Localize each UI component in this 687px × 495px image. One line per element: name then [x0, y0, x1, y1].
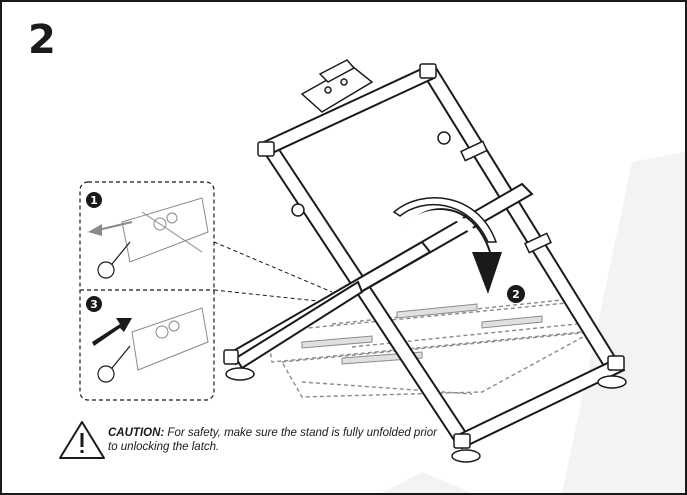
- caution-message: CAUTION: For safety, make sure the stand…: [108, 426, 448, 454]
- background-watermark: [562, 152, 685, 493]
- mount-bracket: [300, 59, 374, 113]
- inset-leader-lines: [213, 241, 333, 303]
- step-1-badge: [86, 192, 102, 208]
- caution-label: CAUTION:: [108, 427, 165, 439]
- step-2-number: 2: [512, 288, 520, 301]
- latch-detail-inset: [79, 181, 215, 401]
- step-2-badge: [507, 285, 525, 303]
- step-3-number: 3: [90, 298, 98, 311]
- step-3-badge: [86, 296, 102, 312]
- wheel-stand-frame: [262, 64, 626, 450]
- corner-cap: [257, 141, 275, 157]
- step-number: 2: [28, 17, 56, 63]
- caution-body: For safety, make sure the stand is fully…: [108, 427, 437, 453]
- adjust-knob: [291, 203, 305, 217]
- caution-icon: [59, 421, 105, 459]
- stand-feet: [225, 367, 627, 463]
- step-1-number: 1: [90, 194, 98, 207]
- rotation-arrow: [392, 197, 502, 294]
